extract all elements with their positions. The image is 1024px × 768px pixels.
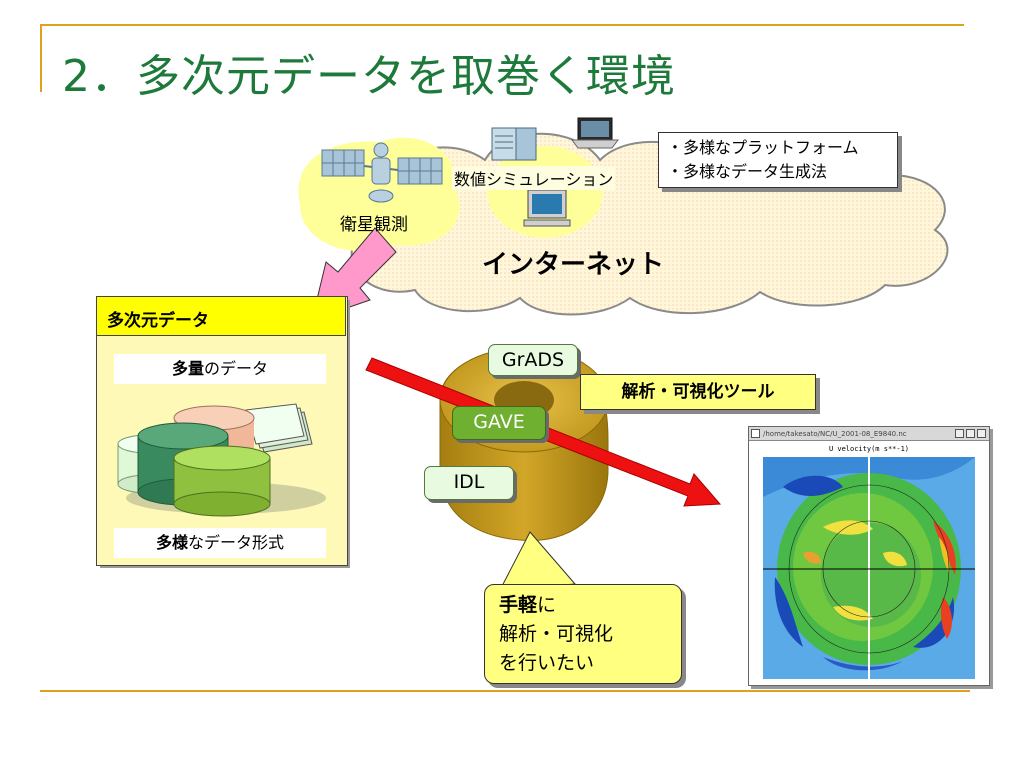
document-stack-icon <box>245 403 313 453</box>
laptop-icon <box>571 117 619 149</box>
callout-line-1: 手軽に <box>499 591 667 620</box>
server-icon <box>491 127 537 161</box>
platform-note-1: ・多様なプラットフォーム <box>667 138 859 157</box>
slide-title: 2．多次元データを取巻く環境 <box>62 51 676 102</box>
satellite-icon <box>321 142 443 203</box>
top-rule <box>40 24 964 26</box>
window-menu-icon[interactable] <box>751 429 760 438</box>
callout-bubble: 手軽に 解析・可視化 を行いたい <box>484 584 682 684</box>
internet-label: インターネット <box>482 250 665 280</box>
tool-idl: IDL <box>424 466 514 500</box>
callout-line-2: 解析・可視化 <box>499 623 614 645</box>
cylinder-lime <box>173 445 271 517</box>
callout-bold: 手軽 <box>499 594 538 616</box>
multidim-data-header: 多次元データ <box>96 296 346 336</box>
tool-grads: GrADS <box>488 344 578 376</box>
callout-line-1-rest: に <box>537 594 557 616</box>
visualization-window: /home/takesato/NC/U_2001-08_E9840.nc U v… <box>748 426 990 686</box>
format-label-rest: なデータ形式 <box>188 533 285 552</box>
volume-label-rest: のデータ <box>204 359 269 378</box>
platform-note-2: ・多様なデータ生成法 <box>667 162 828 181</box>
maximize-icon[interactable] <box>966 429 975 438</box>
volume-label-box: 多量のデータ <box>114 354 326 384</box>
plot-caption: U velocity(m s**-1) <box>828 445 910 453</box>
tools-label: 解析・可視化ツール <box>580 374 816 410</box>
format-label-box: 多様なデータ形式 <box>114 528 326 558</box>
close-icon[interactable] <box>977 429 986 438</box>
bottom-rule <box>40 690 970 692</box>
database-cylinders <box>117 403 326 517</box>
simulation-label: 数値シミュレーション <box>452 166 616 190</box>
desktop-icon <box>523 189 571 227</box>
left-rule <box>40 24 42 92</box>
polar-velocity-map <box>763 457 975 679</box>
satellite-label: 衛星観測 <box>340 215 408 235</box>
platform-notes-box: ・多様なプラットフォーム ・多様なデータ生成法 <box>658 132 898 188</box>
format-label-bold: 多様 <box>155 533 188 552</box>
minimize-icon[interactable] <box>955 429 964 438</box>
volume-label-bold: 多量 <box>171 359 204 378</box>
callout-line-3: を行いたい <box>499 652 595 674</box>
tool-gave: GAVE <box>452 406 546 440</box>
window-titlebar: /home/takesato/NC/U_2001-08_E9840.nc <box>749 427 989 441</box>
